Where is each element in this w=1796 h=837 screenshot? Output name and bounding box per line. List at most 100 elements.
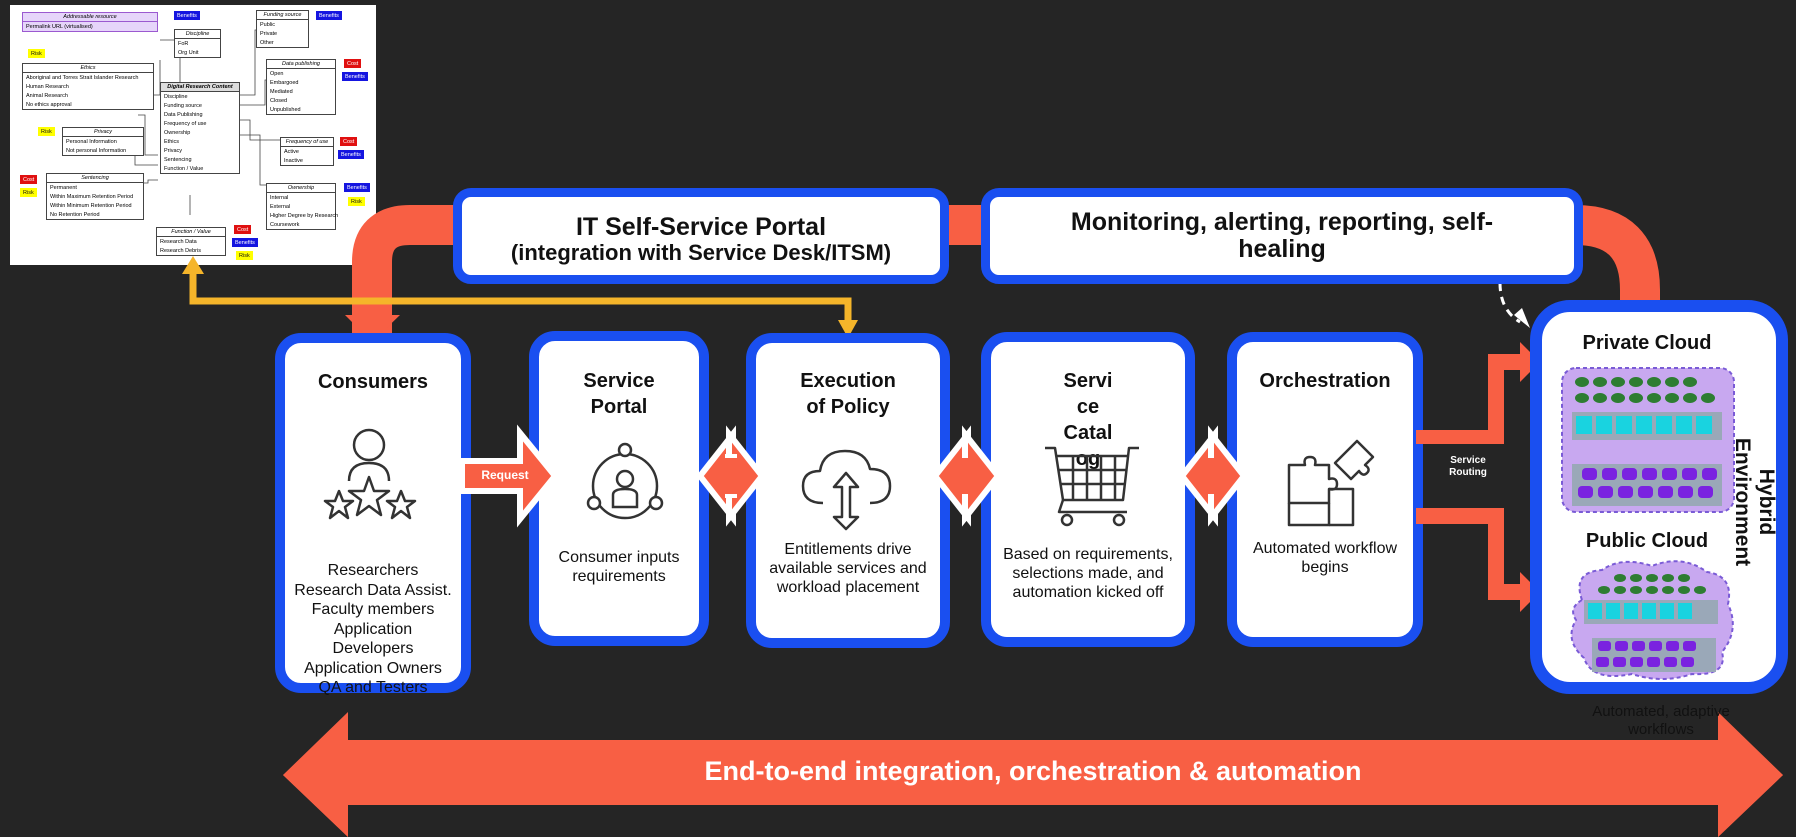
benefits-tag: Benefits xyxy=(342,72,368,81)
table-row: Open xyxy=(270,70,284,77)
monitoring-bar: Monitoring, alerting, reporting, self-he… xyxy=(981,188,1583,284)
puzzle-icon xyxy=(1287,439,1375,527)
table-row: Ownership xyxy=(164,129,191,136)
ethics-table: Ethics Aboriginal and Torres Strait Isla… xyxy=(22,63,154,110)
table-row: Closed xyxy=(270,97,288,104)
shopping-cart-icon xyxy=(1045,446,1139,527)
benefits-tag: Benefits xyxy=(232,238,258,247)
addressable-resource-table: Addressable resource Permalink URL (virt… xyxy=(22,12,158,32)
table-row: FoR xyxy=(178,40,189,47)
cost-tag: Cost xyxy=(234,225,252,234)
table-row: Discipline xyxy=(164,93,188,100)
table-row: Mediated xyxy=(270,88,293,95)
public-cloud-label: Public Cloud xyxy=(1585,530,1709,552)
hybrid-environment-panel: Private Cloud Public Cloud xyxy=(1530,300,1788,694)
risk-tag: Risk xyxy=(38,127,55,136)
table-row: Privacy xyxy=(164,147,183,154)
table-row: No Retention Period xyxy=(50,211,100,218)
benefits-tag: Benefits xyxy=(174,11,200,20)
cost-tag: Cost xyxy=(20,175,38,184)
private-cloud-datacenter xyxy=(1561,367,1735,513)
automated-workflows-caption: Automated, adaptive workflows xyxy=(1592,703,1730,738)
stage-description: Automated workflow begins xyxy=(1252,540,1398,576)
table-row: Research Data xyxy=(160,238,197,245)
stage-service-portal: Service Portal Consumer inputs requireme… xyxy=(529,331,709,646)
benefits-tag: Benefits xyxy=(338,150,364,159)
table-row: Sentencing xyxy=(164,156,192,163)
table-row: Ethics xyxy=(164,138,179,145)
function-value-table: Function / Value Research Data Research … xyxy=(156,227,226,256)
table-row: Private xyxy=(260,30,278,37)
table-title: Ownership xyxy=(267,184,335,193)
consumer-list: Researchers Research Data Assist. Facult… xyxy=(294,562,452,696)
frequency-of-use-table: Frequency of use Active Inactive xyxy=(280,137,334,166)
it-self-service-portal-bar: IT Self-Service Portal (integration with… xyxy=(453,188,949,284)
private-cloud-label: Private Cloud xyxy=(1582,332,1712,354)
table-row: Higher Degree by Research xyxy=(270,212,339,219)
stage-title: Service Portal xyxy=(583,370,655,418)
stage-description: Entitlements drive available services an… xyxy=(769,541,927,596)
monitoring-title: Monitoring, alerting, reporting, self-he… xyxy=(1070,208,1494,263)
stage-consumers: Consumers Researchers Research Data Assi… xyxy=(275,333,471,696)
table-row: Not personal Information xyxy=(66,147,127,154)
stage-description: Based on requirements, selections made, … xyxy=(1003,546,1173,601)
table-row: Coursework xyxy=(270,221,300,228)
table-row: Within Maximum Retention Period xyxy=(50,193,134,200)
sentencing-table: Sentencing Permanent Within Maximum Rete… xyxy=(46,173,144,220)
cost-tag: Cost xyxy=(340,137,358,146)
table-row: Permanent xyxy=(50,184,77,191)
user-circle-icon xyxy=(586,442,664,520)
risk-tag: Risk xyxy=(20,188,37,197)
table-row: Org Unit xyxy=(178,49,199,56)
table-row: Aboriginal and Torres Strait Islander Re… xyxy=(26,74,139,81)
data-publishing-table: Data publishing Open Embargoed Mediated … xyxy=(266,59,336,115)
table-title: Privacy xyxy=(63,128,143,137)
cost-tag: Cost xyxy=(344,59,362,68)
table-row: Within Minimum Retention Period xyxy=(50,202,132,209)
risk-tag: Risk xyxy=(348,197,365,206)
table-title: Discipline xyxy=(175,30,220,39)
hybrid-environment-label: Hybrid Environment xyxy=(1731,437,1778,567)
table-row: Function / Value xyxy=(164,165,204,172)
table-row: Research Debris xyxy=(160,247,201,254)
stage-description: Consumer inputs requirements xyxy=(558,549,680,585)
benefits-tag: Benefits xyxy=(316,11,342,20)
table-row: Embargoed xyxy=(270,79,299,86)
digital-research-content-table: Digital Research Content Discipline Fund… xyxy=(160,82,240,174)
stage-orchestration: Orchestration Automated workflow begins xyxy=(1227,332,1423,647)
public-cloud-datacenter xyxy=(1570,560,1734,680)
table-title: Funding source xyxy=(257,11,308,20)
stage-title: Execution of Policy xyxy=(800,370,896,418)
table-title: Data publishing xyxy=(267,60,335,69)
table-title: Ethics xyxy=(23,64,153,73)
table-row: Frequency of use xyxy=(164,120,207,127)
portal-subtitle: (integration with Service Desk/ITSM) xyxy=(510,240,892,265)
risk-tag: Risk xyxy=(236,251,253,260)
ownership-table: Ownership Internal External Higher Degre… xyxy=(266,183,339,230)
table-row: Unpublished xyxy=(270,106,301,113)
table-title: Addressable resource xyxy=(23,13,157,22)
table-row: Animal Research xyxy=(26,92,68,99)
service-routing-label: Service Routing xyxy=(1449,455,1487,478)
table-row: Data Publishing xyxy=(164,111,203,118)
table-title: Digital Research Content xyxy=(161,83,239,92)
data-taxonomy-diagram: Addressable resource Permalink URL (virt… xyxy=(10,5,376,265)
cloud-upload-icon xyxy=(801,449,892,531)
table-row: No ethics approval xyxy=(26,101,72,108)
table-row: Internal xyxy=(270,194,289,201)
consumer-rating-icon xyxy=(323,428,417,520)
table-row: Public xyxy=(260,21,275,28)
table-title: Function / Value xyxy=(157,228,225,237)
table-row: Permalink URL (virtualised) xyxy=(26,23,93,30)
discipline-table: Discipline FoR Org Unit xyxy=(174,29,221,58)
table-title: Sentencing xyxy=(47,174,143,183)
table-row: Active xyxy=(284,148,299,155)
table-row: Personal Information xyxy=(66,138,117,145)
table-row: Human Research xyxy=(26,83,69,90)
funding-source-table: Funding source Public Private Other xyxy=(256,10,309,48)
portal-title: IT Self-Service Portal xyxy=(575,213,827,241)
table-row: Other xyxy=(260,39,274,46)
privacy-table: Privacy Personal Information Not persona… xyxy=(62,127,144,156)
table-title: Frequency of use xyxy=(281,138,333,147)
